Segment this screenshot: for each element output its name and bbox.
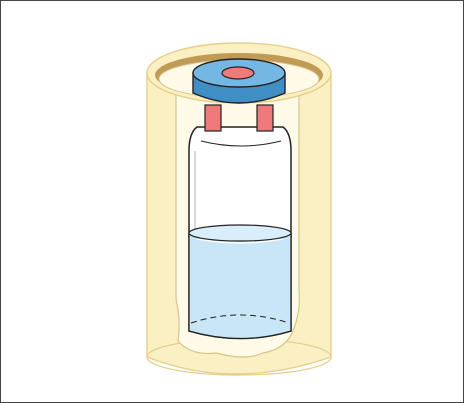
stopper-leg-left bbox=[205, 105, 221, 131]
cap-center-hole bbox=[222, 67, 254, 79]
liquid-surface bbox=[189, 225, 291, 241]
stopper-leg-right bbox=[257, 105, 273, 131]
liquid bbox=[189, 225, 291, 339]
liquid-body bbox=[189, 228, 291, 339]
